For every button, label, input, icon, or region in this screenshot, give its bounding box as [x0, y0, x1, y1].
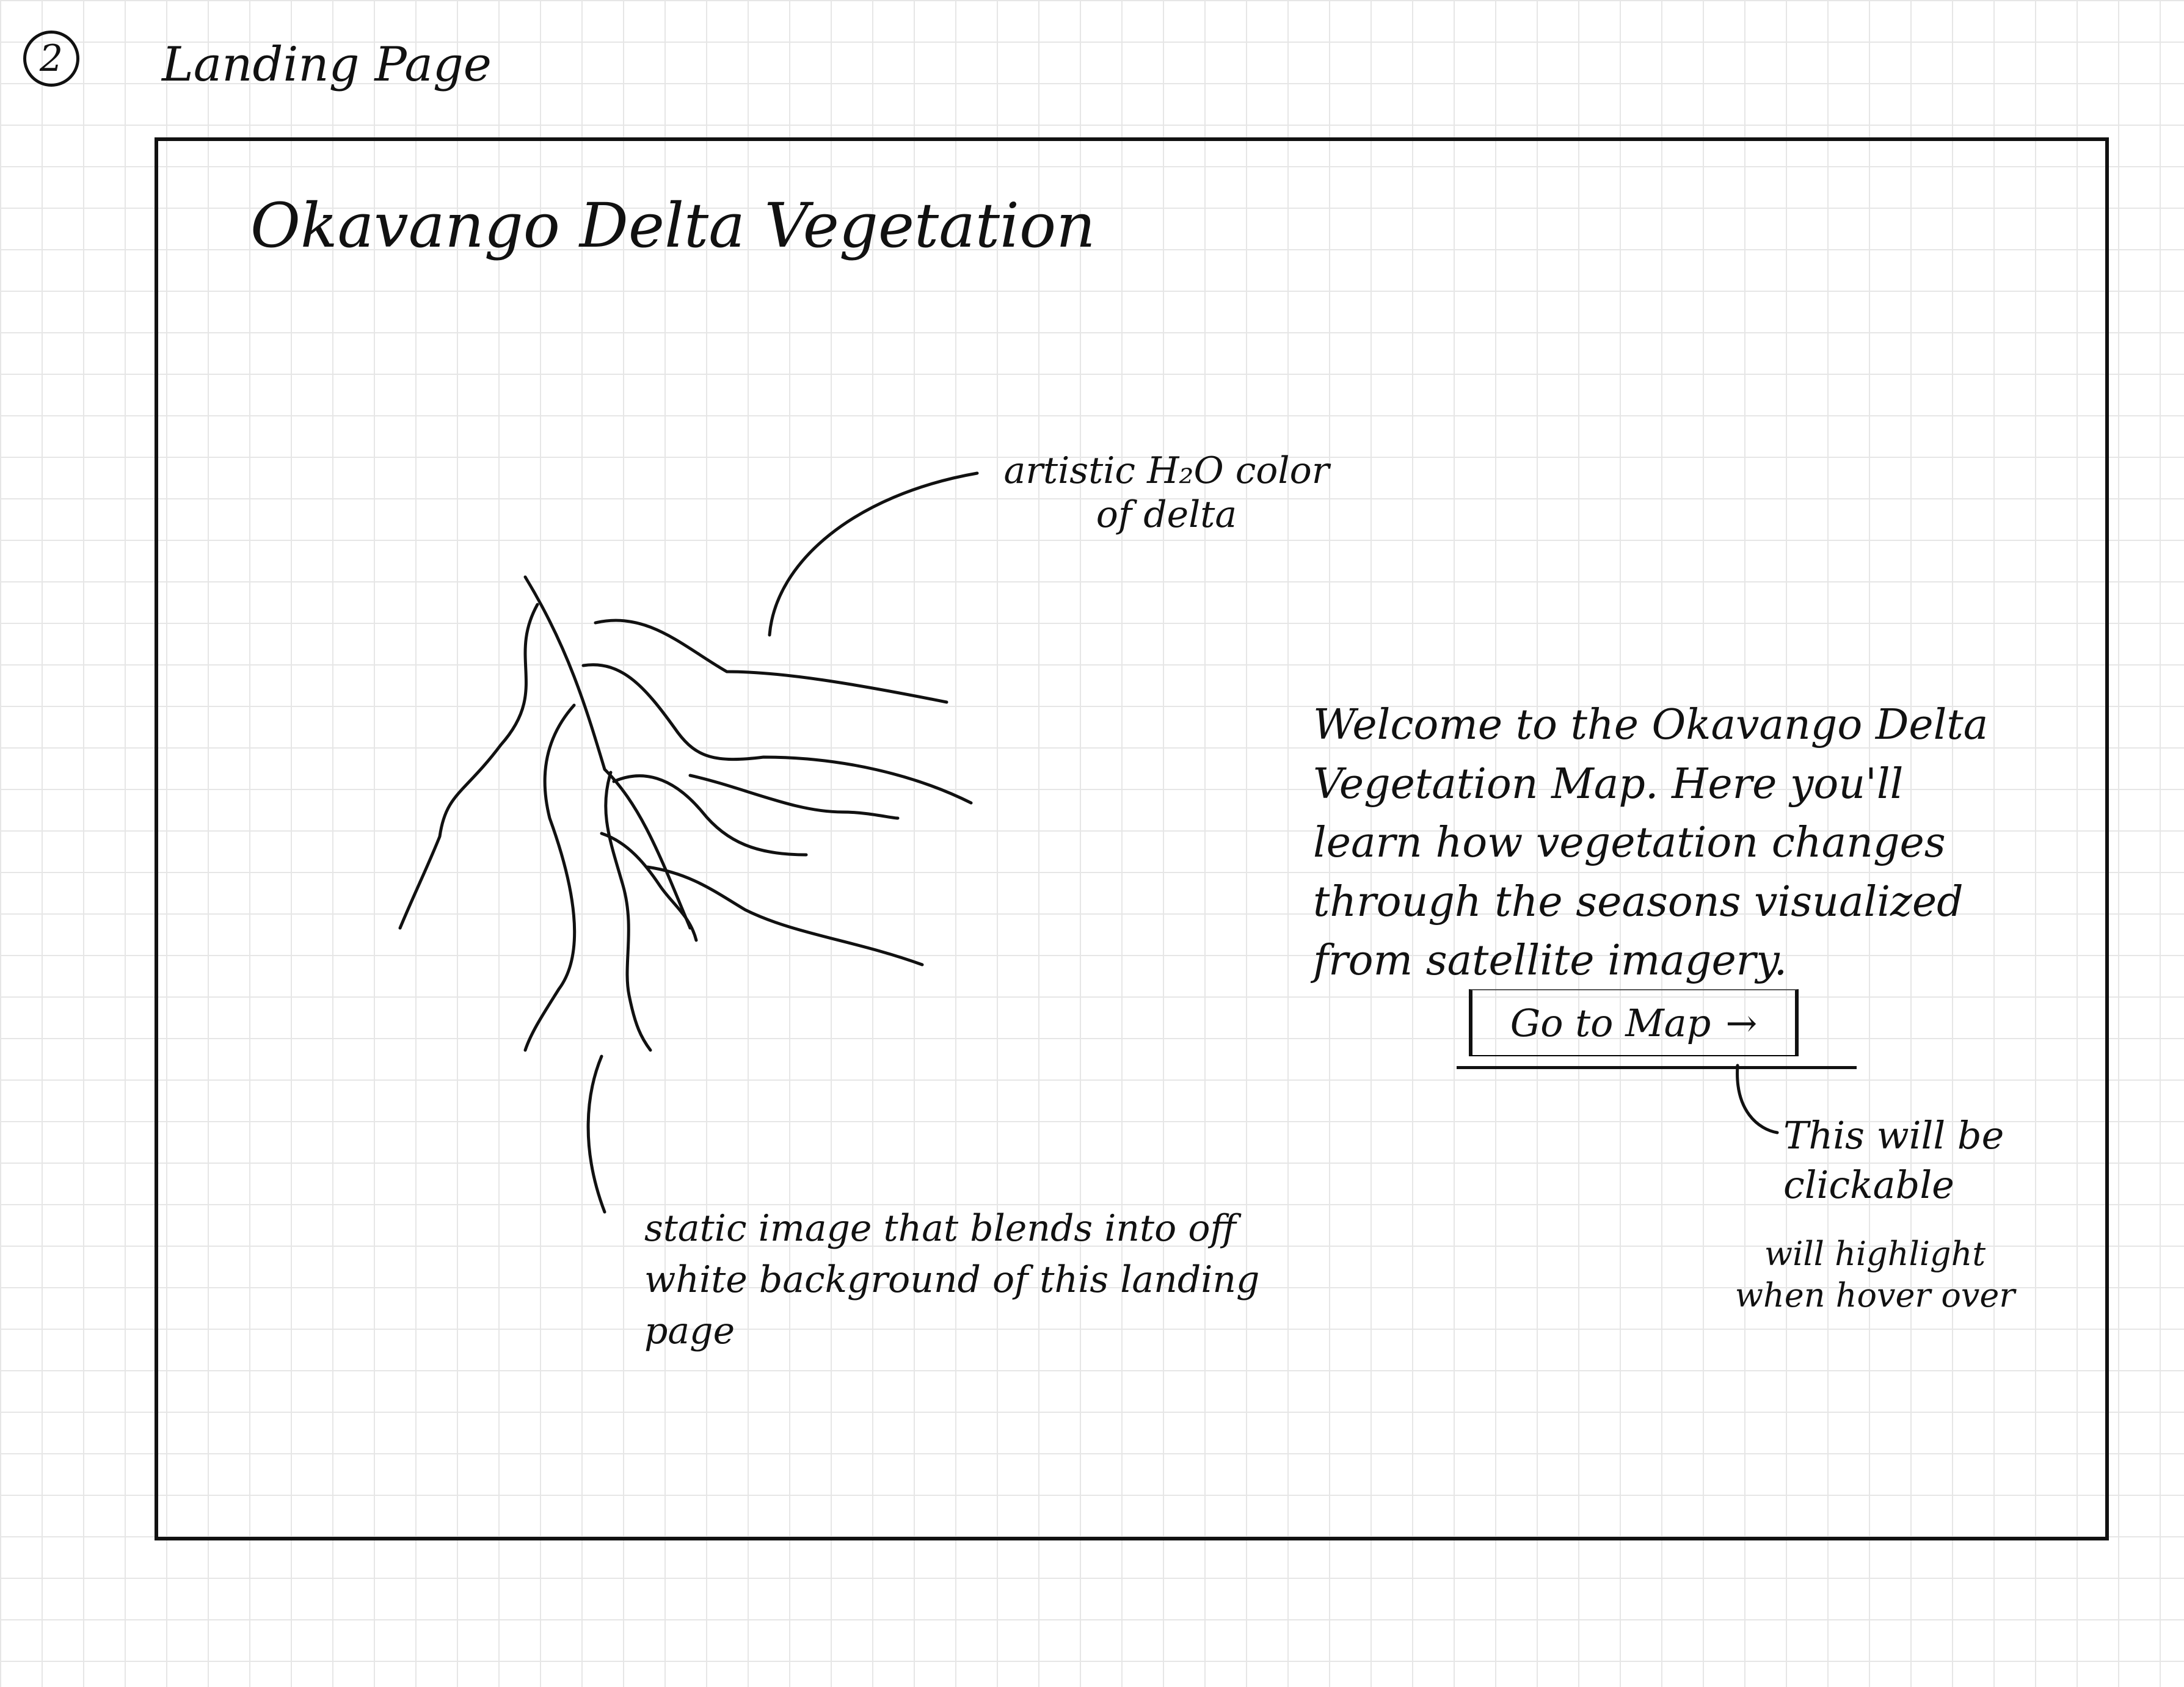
delta-channel	[581, 663, 973, 805]
leader-line-clickable	[1736, 1064, 1779, 1134]
delta-channel	[688, 774, 900, 820]
go-to-map-button[interactable]: Go to Map →	[1469, 989, 1799, 1056]
annotation-clickable: This will be clickable	[1783, 1113, 2004, 1207]
annotation-static-image: static image that blends into off white …	[644, 1207, 1260, 1352]
arrow-right-icon: →	[1725, 1000, 1758, 1045]
delta-channel	[398, 603, 539, 930]
delta-channel	[600, 832, 698, 942]
page-number-circle: 2	[23, 31, 79, 87]
landing-page-frame	[155, 137, 2109, 1540]
button-underline	[1457, 1066, 1857, 1069]
delta-channel	[523, 703, 577, 1052]
annotation-hover: will highlight when hover over	[1734, 1235, 2015, 1315]
sketch-title: Landing Page	[162, 37, 492, 92]
welcome-text: Welcome to the Okavango Delta Vegetation…	[1313, 701, 1989, 985]
delta-channel	[612, 774, 808, 857]
delta-channel	[594, 619, 948, 704]
delta-channels	[398, 575, 973, 1052]
annotation-watercolor: artistic H₂O color of delta	[1003, 449, 1330, 536]
delta-channel	[523, 575, 692, 930]
go-to-map-label: Go to Map	[1510, 1000, 1711, 1045]
site-title: Okavango Delta Vegetation	[250, 190, 1096, 261]
leader-line-static-image	[586, 1054, 606, 1214]
delta-channel	[604, 771, 652, 1052]
leader-line-watercolor	[768, 471, 979, 637]
delta-channel	[646, 865, 924, 967]
page-number: 2	[39, 37, 64, 80]
